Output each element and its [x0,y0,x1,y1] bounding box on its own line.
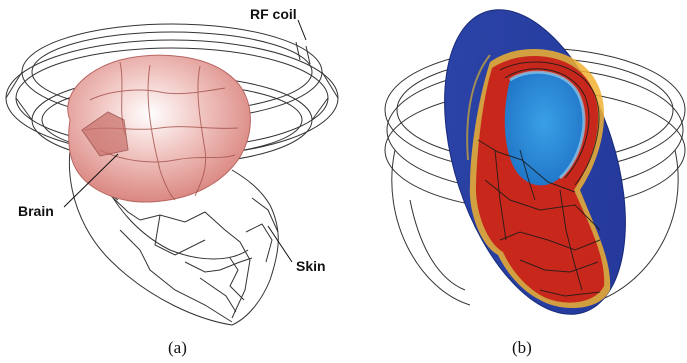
caption-a: (a) [168,338,187,358]
caption-b: (b) [512,338,532,358]
rf-coil-label: RF coil [250,6,297,22]
brain-label: Brain [18,203,54,219]
panel-b [385,0,685,337]
rf-coil-callout [298,20,306,40]
field-map [410,0,660,337]
panel-a [6,20,338,325]
brain-surface [68,55,251,202]
skin-label: Skin [296,258,326,274]
skin-callout [268,226,292,262]
